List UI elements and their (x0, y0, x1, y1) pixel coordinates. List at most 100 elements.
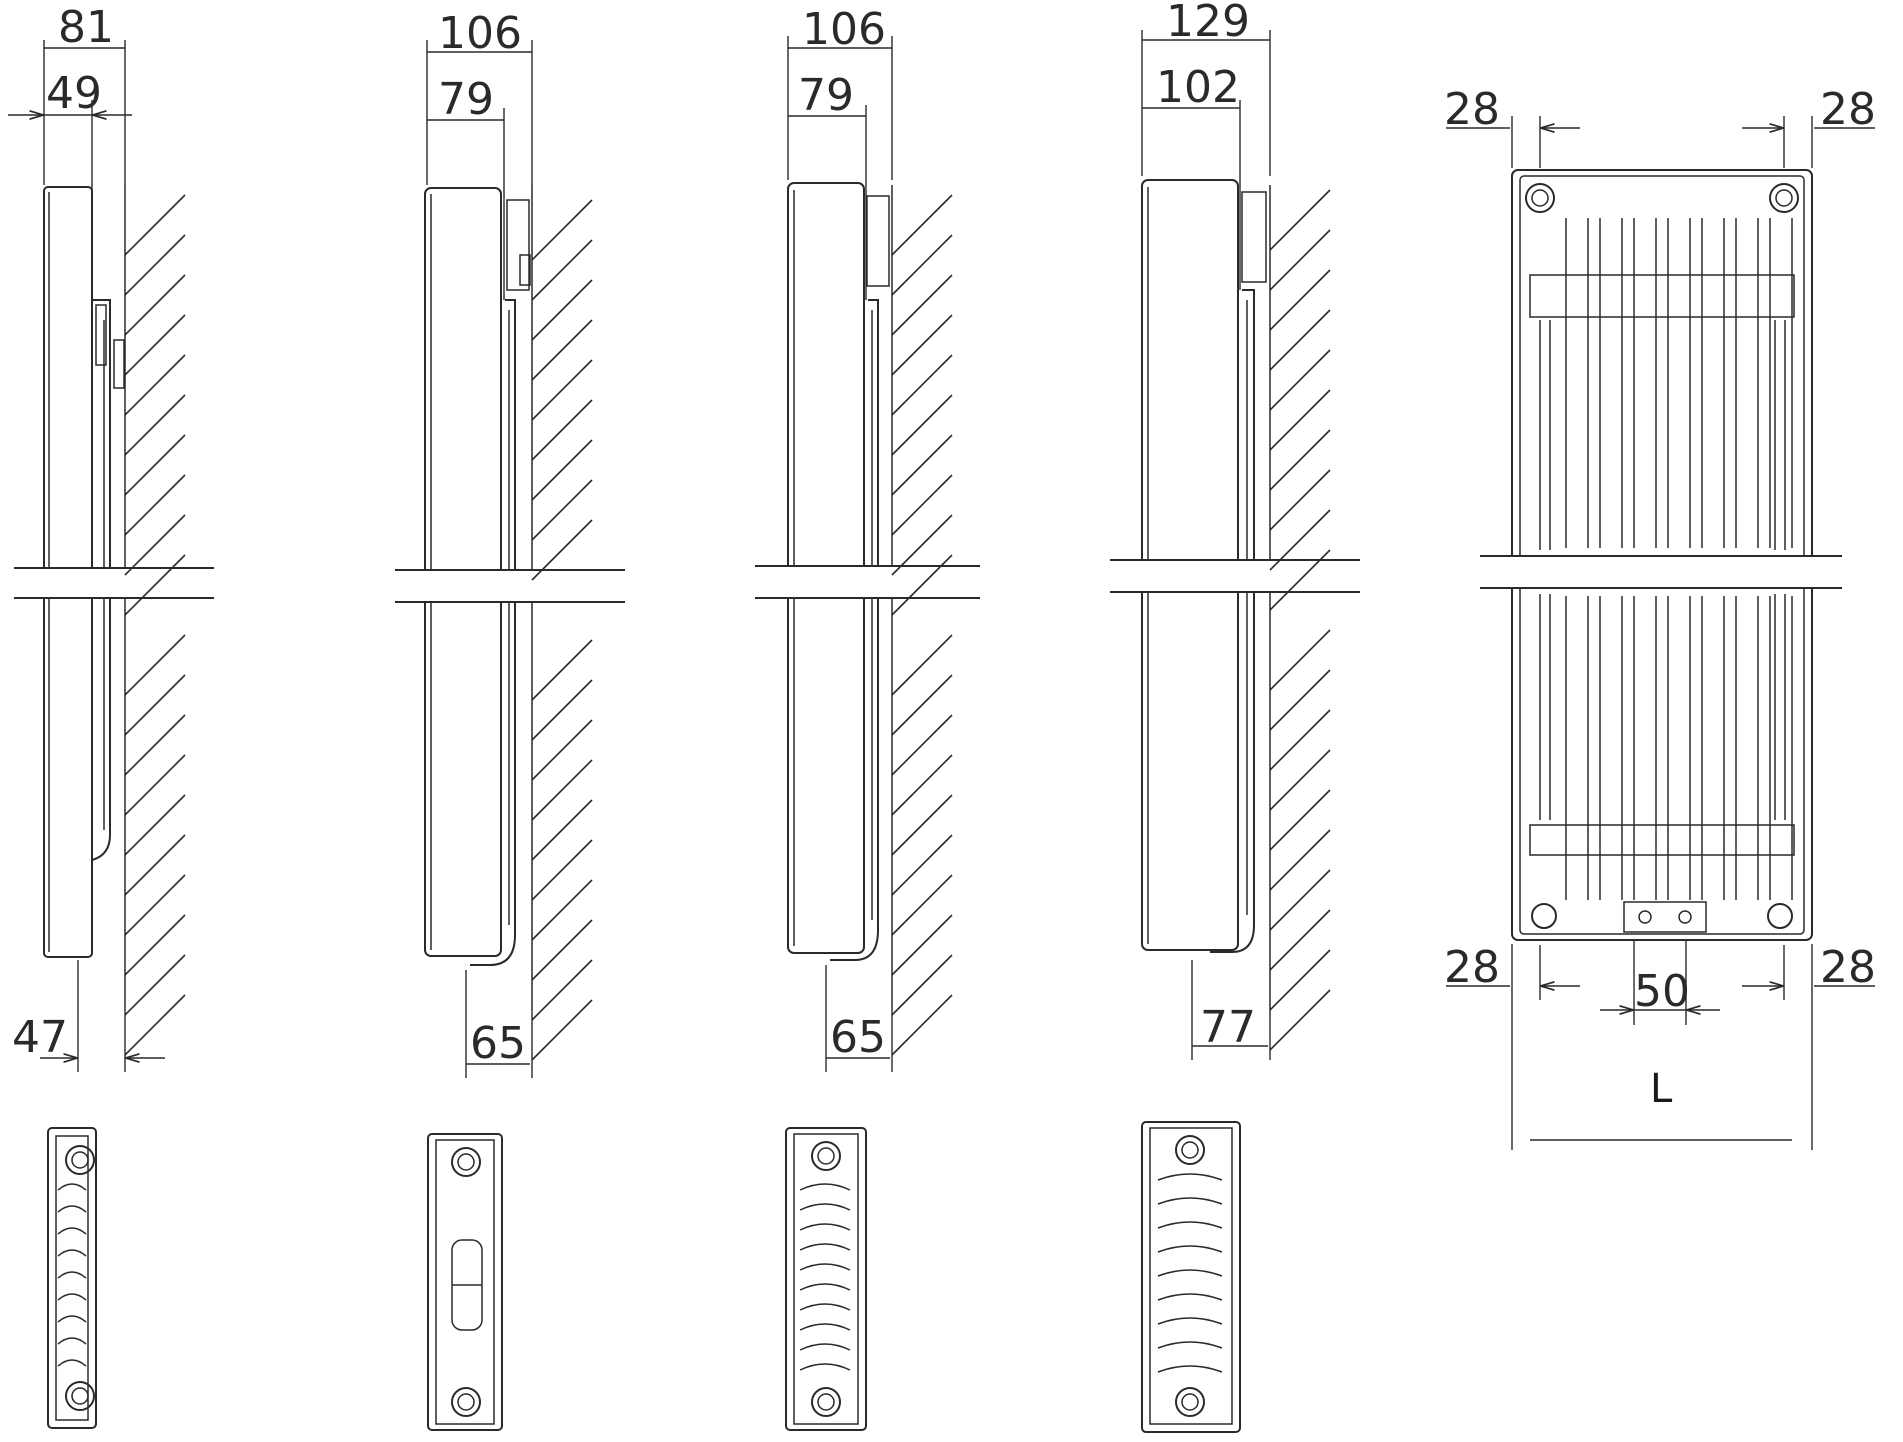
dim-length-label: L (1650, 1066, 1673, 1112)
fin-wave (57, 1271, 87, 1279)
hatch-line (891, 194, 953, 256)
hatch-line (531, 199, 593, 261)
hatch-line (1269, 869, 1331, 931)
hatch-line (531, 959, 593, 1021)
fin-wave (1157, 1221, 1223, 1229)
fin-wave (57, 1227, 87, 1235)
hatch-line (891, 954, 953, 1016)
hatch-line (891, 754, 953, 816)
dim-top-left: 28 (1444, 84, 1500, 135)
top-view-3 (785, 1127, 867, 1431)
fin-wave (57, 1249, 87, 1257)
hatch-line (891, 274, 953, 336)
hatch-line (124, 754, 186, 816)
hatch-line (891, 714, 953, 776)
hatch-line (1269, 829, 1331, 891)
hatch-line (1269, 789, 1331, 851)
hatch-line (124, 674, 186, 736)
hatch-line (1269, 669, 1331, 731)
dim-total-depth-1: 81 (58, 2, 114, 53)
fin-wave (799, 1283, 851, 1291)
hatch-line (531, 679, 593, 741)
wall-hatch (531, 199, 593, 1061)
fin-wave (799, 1183, 851, 1191)
hatch-line (891, 234, 953, 296)
dim-panel-depth-4: 102 (1156, 62, 1240, 113)
hatch-line (531, 999, 593, 1061)
hatch-line (891, 874, 953, 936)
hatch-line (891, 794, 953, 856)
hatch-line (124, 634, 186, 696)
hatch-line (531, 759, 593, 821)
hatch-line (124, 354, 186, 416)
top-view-2 (427, 1133, 503, 1431)
fin-wave (57, 1337, 87, 1345)
hatch-line (891, 354, 953, 416)
fin-wave (799, 1203, 851, 1211)
hatch-line (124, 194, 186, 256)
wall-hatch (1269, 189, 1331, 1051)
hatch-line (531, 519, 593, 581)
hatch-line (891, 994, 953, 1056)
dim-total-depth-4: 129 (1166, 0, 1250, 47)
hatch-line (891, 474, 953, 536)
fin-wave (1157, 1341, 1223, 1349)
dim-bottom-right: 28 (1820, 942, 1876, 993)
hatch-line (531, 239, 593, 301)
hatch-line (891, 394, 953, 456)
side-view-4: 129 102 77 (1110, 0, 1360, 1060)
hatch-line (531, 879, 593, 941)
hatch-line (891, 554, 953, 616)
fin-wave (57, 1205, 87, 1213)
fin-wave (799, 1343, 851, 1351)
fin-wave (1157, 1245, 1223, 1253)
hatch-line (124, 234, 186, 296)
hatch-line (891, 914, 953, 976)
fin-wave (57, 1293, 87, 1301)
wall-hatch (124, 194, 186, 1056)
fin-wave (57, 1315, 87, 1323)
hatch-line (1269, 189, 1331, 251)
hatch-line (891, 434, 953, 496)
hatch-line (1269, 709, 1331, 771)
dim-total-depth-2: 106 (438, 8, 522, 59)
side-view-2: 106 79 65 (395, 8, 625, 1078)
fin-wave (1157, 1365, 1223, 1373)
top-view-1 (47, 1127, 97, 1429)
dim-bottom-offset-3: 65 (830, 1012, 886, 1063)
hatch-line (531, 719, 593, 781)
side-view-1: 81 49 47 (8, 2, 214, 1072)
fin-wave (1157, 1197, 1223, 1205)
front-view: 28 28 28 28 50 L (1444, 84, 1876, 1150)
dim-panel-depth-2: 79 (438, 74, 494, 125)
hatch-line (124, 914, 186, 976)
hatch-line (531, 919, 593, 981)
hatch-line (531, 479, 593, 541)
hatch-line (1269, 949, 1331, 1011)
wall-hatch (891, 194, 953, 1056)
dim-bottom-offset-1: 47 (12, 1012, 68, 1063)
hatch-line (1269, 989, 1331, 1051)
hatch-line (1269, 349, 1331, 411)
dim-panel-depth-3: 79 (798, 70, 854, 121)
fin-wave (799, 1303, 851, 1311)
hatch-line (891, 514, 953, 576)
fin-wave (799, 1223, 851, 1231)
hatch-line (531, 799, 593, 861)
top-view-4 (1141, 1121, 1241, 1433)
hatch-line (1269, 549, 1331, 611)
hatch-line (531, 639, 593, 701)
fin-wave (799, 1263, 851, 1271)
dim-bottom-offset-4: 77 (1200, 1002, 1256, 1053)
fin-wave (1157, 1269, 1223, 1277)
hatch-line (891, 834, 953, 896)
side-view-3: 106 79 65 (755, 4, 980, 1072)
hatch-line (124, 954, 186, 1016)
hatch-line (531, 319, 593, 381)
fin-wave (799, 1363, 851, 1371)
hatch-line (1269, 229, 1331, 291)
dim-center-spacing: 50 (1634, 966, 1690, 1017)
hatch-line (124, 874, 186, 936)
hatch-line (124, 554, 186, 616)
hatch-line (531, 359, 593, 421)
